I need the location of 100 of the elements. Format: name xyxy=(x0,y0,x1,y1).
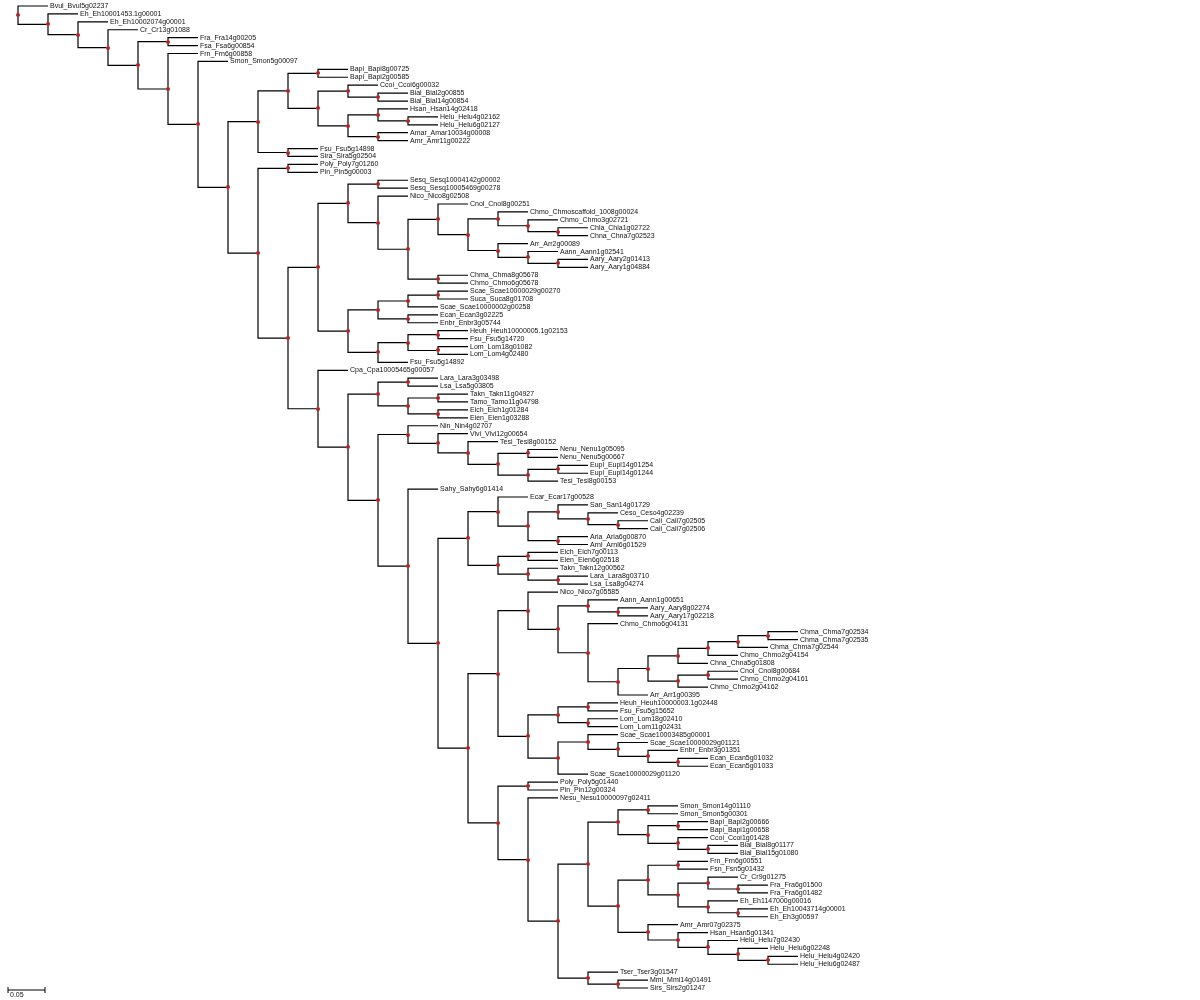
branch-line xyxy=(497,219,528,227)
branch-node xyxy=(616,904,620,909)
branch-line xyxy=(377,223,408,250)
branch-line xyxy=(47,13,79,24)
branch-line xyxy=(377,92,409,97)
branch-node xyxy=(586,720,590,725)
branch-line xyxy=(737,913,769,918)
branch-node xyxy=(676,863,680,868)
branch-node xyxy=(436,641,440,646)
branch-line xyxy=(557,605,588,629)
branch-node xyxy=(706,904,710,909)
branch-node xyxy=(226,185,230,190)
branch-line xyxy=(647,924,679,932)
branch-line xyxy=(617,520,649,524)
branch-line xyxy=(77,21,109,34)
branch-line xyxy=(347,92,378,98)
branch-node xyxy=(436,293,440,298)
branch-line xyxy=(287,338,318,410)
branch-line xyxy=(437,345,469,350)
branch-line xyxy=(377,394,408,407)
branch-node xyxy=(586,603,590,608)
branch-node xyxy=(646,754,650,759)
branch-line xyxy=(437,537,468,643)
branch-node xyxy=(316,106,320,111)
branch-line xyxy=(377,97,409,102)
branch-line xyxy=(527,511,558,526)
branch-line xyxy=(257,90,288,121)
branch-line xyxy=(557,575,589,580)
branch-line xyxy=(287,147,319,152)
branch-line xyxy=(527,258,558,264)
branch-line xyxy=(407,343,438,352)
branch-line xyxy=(527,611,558,630)
branch-line xyxy=(437,203,469,219)
branch-line xyxy=(467,539,498,566)
branch-node xyxy=(736,639,740,644)
branch-node xyxy=(556,578,560,583)
branch-line xyxy=(377,310,408,320)
branch-line xyxy=(767,636,799,641)
branch-line xyxy=(587,606,618,613)
branch-node xyxy=(166,86,170,91)
branch-node xyxy=(256,251,260,256)
branch-node xyxy=(616,820,620,825)
branch-line xyxy=(437,644,468,749)
branch-line xyxy=(677,844,708,850)
branch-node xyxy=(436,411,440,416)
branch-line xyxy=(527,557,559,561)
branch-line xyxy=(497,465,528,476)
branch-node xyxy=(436,217,440,222)
branch-node xyxy=(346,89,350,94)
branch-line xyxy=(407,567,438,644)
branch-line xyxy=(377,433,408,500)
branch-node xyxy=(706,945,710,950)
branch-line xyxy=(377,501,408,567)
branch-line xyxy=(437,414,469,419)
branch-line xyxy=(257,122,288,154)
branch-line xyxy=(707,676,739,680)
branch-line xyxy=(707,939,739,947)
branch-line xyxy=(497,674,528,738)
branch-node xyxy=(616,679,620,684)
branch-line xyxy=(707,907,738,914)
branch-line xyxy=(377,381,408,394)
branch-node xyxy=(526,524,530,529)
branch-node xyxy=(586,862,590,867)
branch-line xyxy=(557,536,589,540)
branch-line xyxy=(497,823,528,861)
branch-line xyxy=(527,737,558,759)
branch-line xyxy=(587,519,618,526)
branch-line xyxy=(377,132,409,136)
branch-line xyxy=(377,179,409,184)
branch-line xyxy=(677,763,709,767)
branch-line xyxy=(497,452,528,464)
branch-line xyxy=(527,226,558,233)
branch-line xyxy=(377,137,409,142)
branch-node xyxy=(586,740,590,744)
branch-line xyxy=(257,167,288,253)
branch-node xyxy=(676,823,680,828)
branch-line xyxy=(617,525,649,530)
branch-line xyxy=(587,742,618,751)
branch-line xyxy=(677,656,709,664)
branch-node xyxy=(466,232,470,237)
branch-node xyxy=(736,952,740,957)
branch-line xyxy=(407,406,438,415)
branch-line xyxy=(407,116,439,120)
branch-node xyxy=(496,216,500,221)
branch-node xyxy=(376,307,380,312)
branch-line xyxy=(467,218,498,234)
branch-node xyxy=(406,403,410,408)
branch-line xyxy=(497,785,528,822)
branch-line xyxy=(677,836,709,843)
branch-line xyxy=(677,866,709,870)
branch-line xyxy=(347,204,378,224)
branch-node xyxy=(376,350,380,355)
branch-node xyxy=(496,248,500,253)
branch-line xyxy=(317,202,348,267)
branch-line xyxy=(437,409,469,413)
branch-line xyxy=(317,369,349,408)
branch-line xyxy=(407,377,439,382)
branch-line xyxy=(737,947,769,954)
branch-line xyxy=(707,850,739,854)
branch-node xyxy=(766,958,770,963)
